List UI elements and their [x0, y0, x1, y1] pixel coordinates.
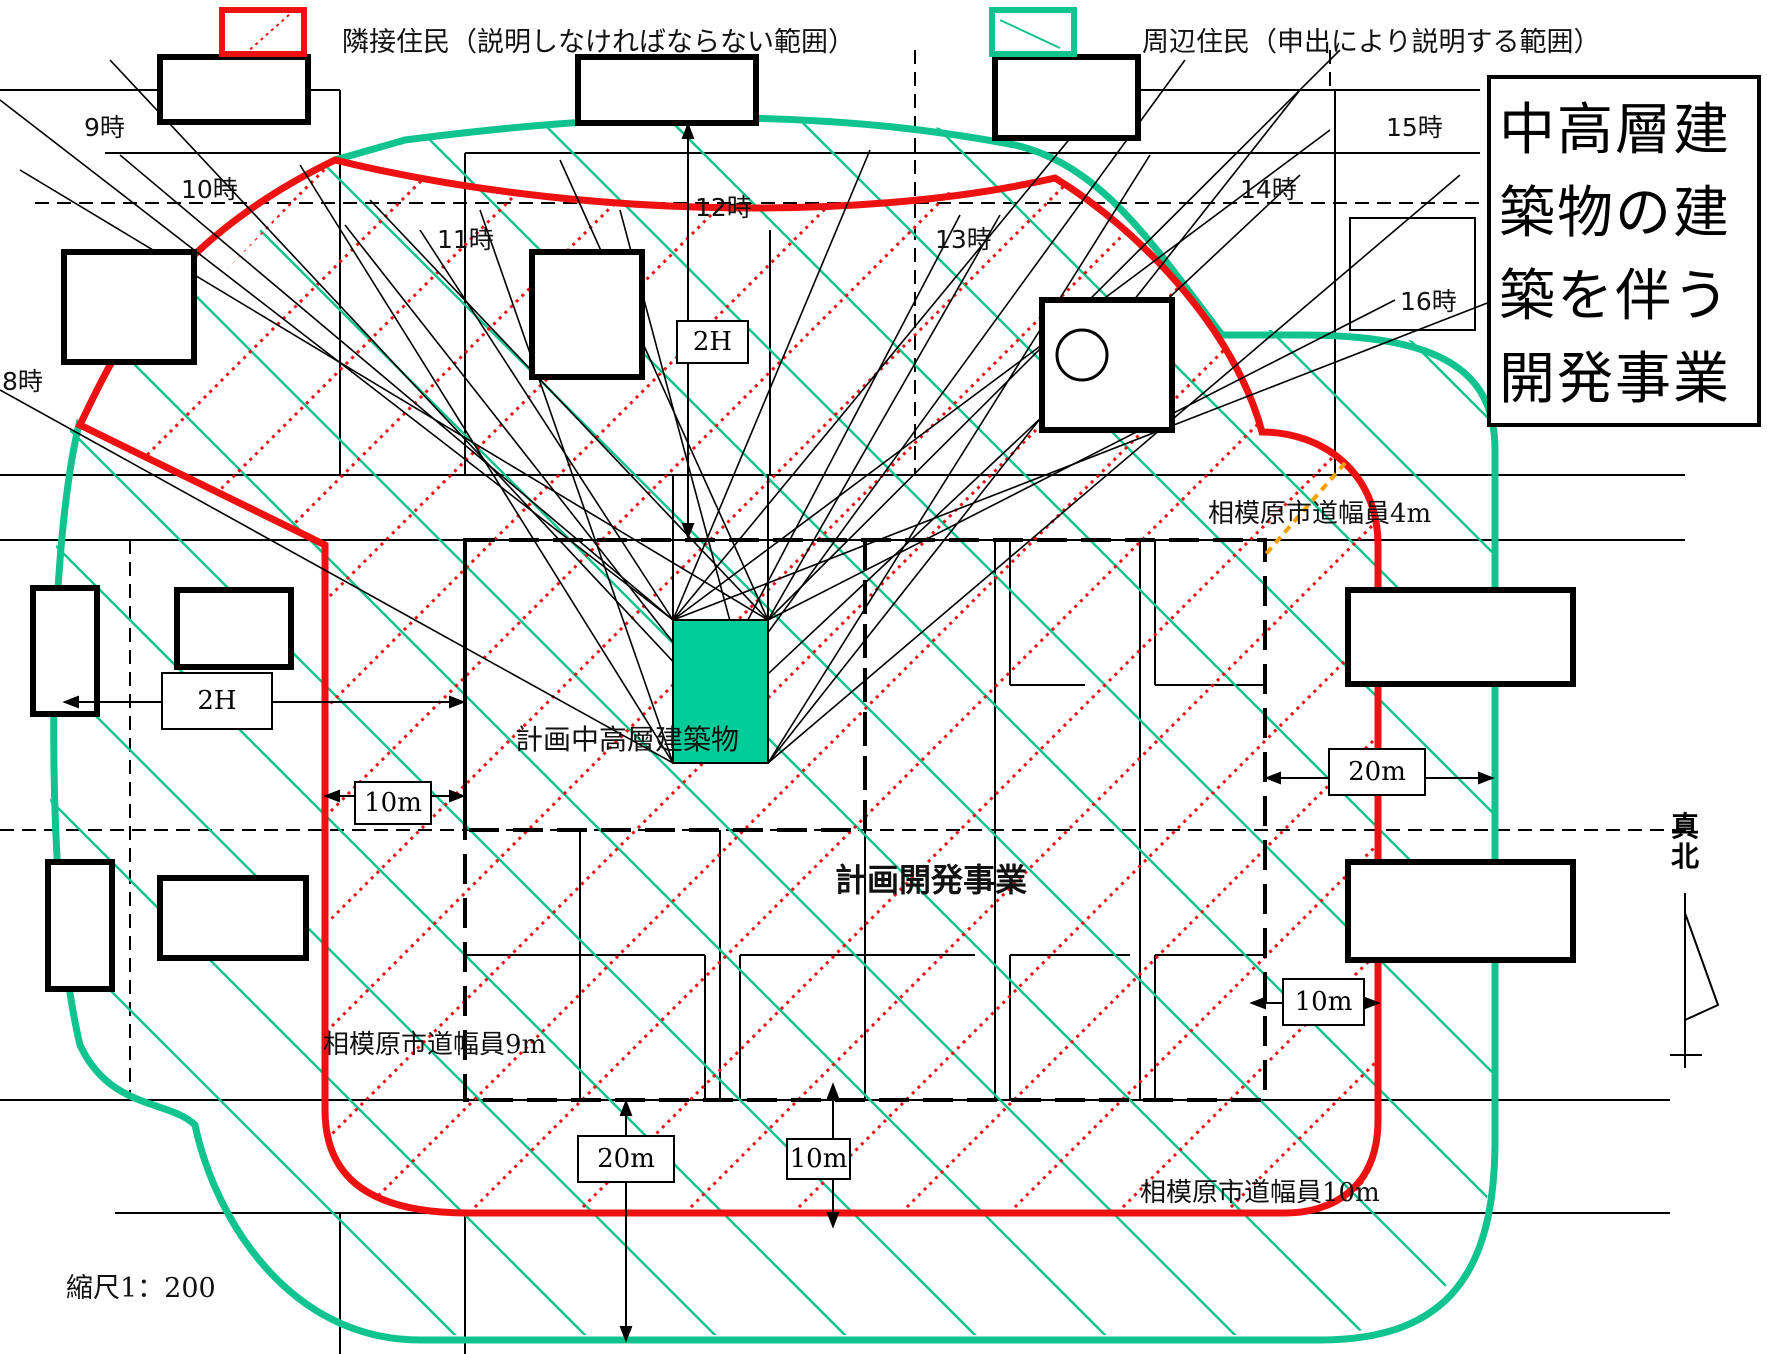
hour-label-9: 9時 — [84, 113, 125, 142]
hour-label-14: 14時 — [1240, 175, 1297, 204]
hour-label-10: 10時 — [181, 175, 238, 204]
planned-project-label: 計画開発事業 — [835, 861, 1028, 899]
existing-buildings — [30, 54, 1576, 992]
adjacent-legend-label: 隣接住民（説明しなければならない範囲） — [342, 27, 855, 58]
surrounding-legend-label: 周辺住民（申出により説明する範囲） — [1142, 27, 1601, 58]
hour-label-11: 11時 — [437, 225, 494, 254]
shadow-line — [559, 159, 769, 621]
green-hatch-line — [48, 116, 995, 1335]
dimension-bottom-10m: 10m — [786, 1138, 851, 1180]
surrounding-legend-swatch — [989, 7, 1077, 57]
hour-label-15: 15時 — [1386, 113, 1443, 142]
planned-building-label: 計画中高層建築物 — [515, 723, 740, 756]
adjacent-boundary — [75, 156, 1382, 1217]
green-hatch-line — [419, 116, 1495, 1335]
shadow-line — [109, 59, 769, 764]
road-4m-label: 相模原市道幅員4m — [1208, 499, 1432, 529]
shadow-line — [0, 389, 674, 764]
dimension-2h-vertical: 2H — [676, 320, 749, 364]
north-label: 真 北 — [1668, 812, 1702, 872]
shadow-line — [479, 209, 674, 764]
road-9m-label: 相模原市道幅員9m — [323, 1030, 547, 1060]
shadow-line — [672, 89, 1111, 621]
dimension-2h-horizontal: 2H — [161, 672, 273, 730]
north-arrow-icon — [1670, 893, 1720, 1068]
shadow-line — [767, 299, 1396, 621]
planned-building-block — [672, 619, 769, 764]
road-10m-label: 相模原市道幅員10m — [1140, 1178, 1380, 1208]
surrounding-boundary — [50, 114, 1499, 1344]
green-hatch-line — [549, 116, 1495, 1335]
hour-label-8: 8時 — [2, 367, 43, 396]
shadow-line — [672, 174, 1301, 764]
road-grid — [0, 89, 1685, 1354]
adjacent-legend-swatch — [219, 7, 307, 57]
green-hatch-line — [48, 116, 475, 1335]
shadow-line — [419, 229, 674, 621]
shadow-line — [767, 214, 1001, 621]
north-label-2: 北 — [1670, 840, 1699, 873]
shadow-line — [672, 299, 1496, 621]
legend-swatches — [219, 7, 1077, 57]
well-icon — [1055, 328, 1109, 382]
title-line-2: 築物の建 — [1499, 181, 1731, 246]
hour-label-16: 16時 — [1400, 287, 1457, 316]
dimension-right-10m: 10m — [1282, 978, 1365, 1026]
hour-label-13: 13時 — [935, 225, 992, 254]
green-hatch-line — [289, 116, 1495, 1335]
scale-label: 縮尺1：200 — [66, 1273, 216, 1304]
shadow-line — [19, 169, 769, 621]
dimension-bottom-20m: 20m — [577, 1135, 675, 1183]
title-line-4: 開発事業 — [1499, 347, 1731, 412]
shadow-line — [767, 154, 1151, 764]
dimension-right-20m: 20m — [1328, 748, 1426, 796]
shadow-line — [299, 164, 674, 764]
hour-label-12: 12時 — [695, 193, 752, 222]
shadow-line — [767, 89, 1301, 764]
title-line-1: 中高層建 — [1499, 98, 1731, 163]
north-label-1: 真 — [1670, 810, 1699, 843]
green-hatch-line — [48, 116, 605, 1335]
title-line-3: 築を伴う — [1499, 264, 1731, 329]
shadow-line — [119, 154, 674, 621]
planned-development-outline — [463, 538, 1267, 1102]
dimension-left-10m: 10m — [354, 781, 432, 825]
green-hatch-line — [48, 116, 1125, 1335]
road-width-marker — [1263, 461, 1347, 557]
title-box: 中高層建 築物の建 築を伴う 開発事業 — [1487, 75, 1761, 427]
shadow-line — [767, 174, 1461, 764]
